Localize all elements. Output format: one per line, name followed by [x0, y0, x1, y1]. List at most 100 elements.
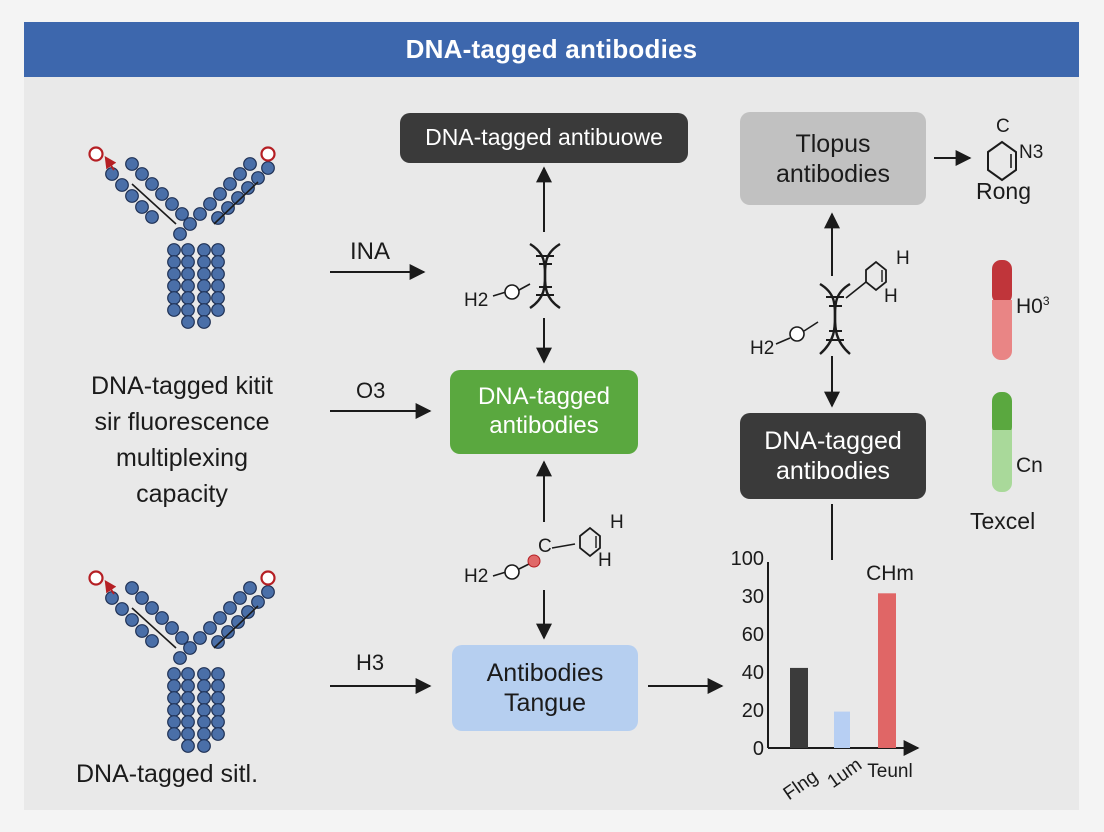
antibody-bead: [223, 177, 237, 191]
chart-y-tick-label: 100: [731, 548, 764, 570]
antibody-bead: [211, 211, 225, 225]
antibody-bead: [193, 207, 207, 221]
dna-tag-icon: [88, 146, 104, 162]
antibody-bead: [165, 197, 179, 211]
antibody-bead: [165, 621, 179, 635]
antibody-bead: [145, 601, 159, 615]
antibody-bead: [135, 624, 149, 638]
legend-bar-red-bottom: [992, 300, 1012, 360]
arrow-label-h3: H3: [356, 650, 385, 675]
antibody-bead: [251, 171, 265, 185]
legend-bar-green-bottom: [992, 430, 1012, 492]
dna-tag-icon: [260, 570, 276, 586]
antibody-bead: [211, 303, 225, 317]
antibody-bead: [135, 591, 149, 605]
right-ring-label-h: H: [884, 286, 898, 307]
hexagon-ring-icon: [865, 260, 887, 292]
legend-bar-green-top: [992, 392, 1012, 436]
dna-label-h2: H2: [464, 290, 489, 311]
antibody-bead: [125, 613, 139, 627]
antibody-bead: [251, 595, 265, 609]
atom-node-icon: [504, 284, 520, 300]
molecule-label-h2: H2: [464, 566, 489, 587]
dna-helix-center-icon: [529, 242, 561, 309]
antibody-bead: [197, 727, 211, 741]
caption-top-line: multiplexing: [115, 444, 248, 472]
antibody-bead: [197, 267, 211, 281]
antibody-bead: [125, 157, 139, 171]
antibody-bead: [183, 641, 197, 655]
antibody-bead: [211, 715, 225, 729]
dna-tag-icon: [260, 146, 276, 162]
chart-category-label: 1um: [824, 754, 866, 792]
hexagon-ring-icon: [987, 140, 1017, 182]
antibody-bead: [183, 217, 197, 231]
antibody-bead: [197, 243, 211, 257]
center-top-box: DNA-tagged antibuowe: [400, 113, 688, 163]
antibody-bead: [135, 200, 149, 214]
antibody-bead: [197, 279, 211, 293]
antibody-bead: [155, 187, 169, 201]
antibody-bead: [181, 279, 195, 293]
antibody-bead: [197, 703, 211, 717]
ring-label-c: C: [996, 116, 1010, 137]
antibody-bead: [155, 611, 169, 625]
chart-bar: [790, 667, 808, 748]
atom-node-highlight-icon: [527, 554, 541, 568]
antibody-bead: [181, 679, 195, 693]
antibody-bead: [115, 602, 129, 616]
right-top-box-line: Tlopus: [795, 129, 871, 158]
antibody-bead: [197, 691, 211, 705]
antibody-bead: [181, 255, 195, 269]
antibody-bead: [211, 267, 225, 281]
chart-y-tick-label: 0: [753, 738, 764, 760]
antibody-bead: [211, 727, 225, 741]
antibody-bead: [173, 651, 187, 665]
antibody-bead: [211, 667, 225, 681]
antibody-bead: [181, 243, 195, 257]
right-middle-box-line: antibodies: [776, 457, 890, 485]
antibody-bead: [167, 291, 181, 305]
antibody-bead: [243, 581, 257, 595]
caption-bottom: DNA-tagged sitl.: [76, 760, 259, 788]
molecule-label-h: H: [610, 512, 624, 533]
antibody-bead: [145, 210, 159, 224]
antibody-bead: [197, 315, 211, 329]
antibody-bead: [181, 303, 195, 317]
right-dna-label-h2: H2: [750, 338, 775, 359]
antibody-bead: [211, 243, 225, 257]
legend-label-h0-text: H0: [1016, 295, 1043, 318]
antibody-bead: [221, 201, 235, 215]
antibody-bead: [167, 727, 181, 741]
chart-category-label: Flng: [780, 766, 822, 804]
antibody-bead: [203, 621, 217, 635]
antibody-bead: [181, 267, 195, 281]
antibody-bead: [175, 207, 189, 221]
antibody-bead: [115, 178, 129, 192]
caption-top-line: sir fluorescence: [94, 408, 270, 436]
antibody-top-illustration: [88, 146, 276, 329]
antibody-bead: [167, 303, 181, 317]
antibody-bead: [167, 715, 181, 729]
antibody-bead: [213, 187, 227, 201]
antibody-bead: [197, 255, 211, 269]
antibody-bead: [211, 255, 225, 269]
antibody-bead: [193, 631, 207, 645]
antibody-bead: [211, 703, 225, 717]
antibody-bead: [211, 635, 225, 649]
antibody-bead: [203, 197, 217, 211]
antibody-bead: [261, 585, 275, 599]
antibody-bead: [181, 691, 195, 705]
antibody-bead: [105, 591, 119, 605]
antibody-bead: [181, 667, 195, 681]
ring-label-n3: N3: [1019, 142, 1044, 163]
antibody-bead: [181, 291, 195, 305]
center-middle-box-line: antibodies: [489, 412, 599, 439]
hexagon-ring-icon: [579, 526, 601, 558]
antibody-bead: [233, 167, 247, 181]
antibody-bead: [197, 303, 211, 317]
antibody-bead: [125, 581, 139, 595]
antibody-bead: [231, 615, 245, 629]
right-top-box: Tlopus antibodies: [740, 112, 926, 205]
